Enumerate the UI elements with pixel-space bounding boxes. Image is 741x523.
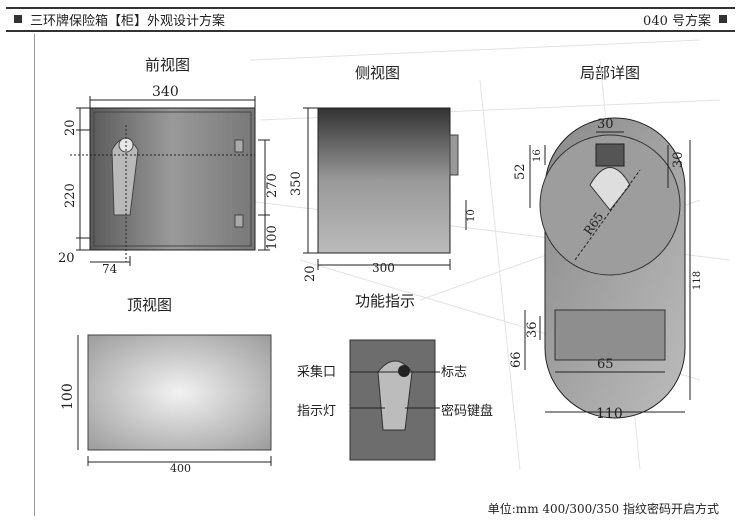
background-sketch	[239, 39, 731, 471]
front-bottom-dim: 20	[58, 251, 75, 266]
side-depth-dim: 300	[372, 261, 395, 275]
label-logo: 标志	[441, 365, 468, 380]
label-keypad: 密码键盘	[441, 404, 494, 419]
header-rule-top	[6, 7, 735, 9]
document-title: 三环牌保险箱【柜】外观设计方案	[30, 14, 226, 29]
side-view-title: 侧视图	[355, 64, 401, 82]
function-sensor-dot	[398, 365, 410, 377]
side-safe-body	[317, 107, 451, 254]
front-top-dim: 20	[63, 119, 78, 136]
detail-view-title: 局部详图	[580, 64, 641, 82]
detail-sensor-window	[589, 167, 631, 211]
function-view	[349, 339, 440, 461]
header-square-right	[719, 15, 727, 23]
front-view: 340 20 220 20 270 100 74	[58, 84, 280, 276]
front-bottom-offset-dim: 74	[102, 262, 118, 276]
side-right-dim: 10	[466, 209, 477, 222]
detail-view: 30 52 16 30 R65 118 36 66 65 110	[509, 117, 703, 422]
detail-height-dim: 118	[692, 271, 703, 290]
detail-right-dim: 30	[671, 151, 686, 168]
top-height-dim: 100	[60, 383, 76, 410]
side-height-dim: 350	[289, 171, 304, 196]
detail-left-inner-dim: 16	[532, 149, 543, 162]
plan-number: 040 号方案	[643, 14, 711, 29]
top-safe-surface	[87, 334, 272, 451]
detail-left-outer-dim: 52	[513, 163, 528, 180]
detail-keypad-area	[554, 309, 666, 361]
function-handle	[377, 360, 413, 431]
front-hinge-top	[234, 139, 244, 153]
top-width-dim: 400	[170, 462, 191, 475]
detail-bottom-width-dim: 110	[596, 406, 623, 422]
top-view-title: 顶视图	[127, 296, 173, 314]
front-right-lower-dim: 100	[265, 225, 280, 250]
detail-panel-a-dim: 36	[525, 321, 540, 338]
front-door-outline	[93, 111, 252, 247]
label-sensor: 采集口	[297, 365, 337, 380]
detail-panel-b-dim: 66	[509, 351, 524, 368]
front-width-dim: 340	[152, 84, 179, 100]
front-right-upper-dim: 270	[265, 173, 280, 198]
side-bottom-dim: 20	[303, 265, 318, 282]
header-bar: 三环牌保险箱【柜】外观设计方案 040 号方案	[6, 6, 735, 32]
side-view: 350 20 300 10	[289, 107, 477, 282]
detail-sensor-slot	[595, 143, 625, 167]
label-indicator: 指示灯	[297, 404, 337, 419]
function-view-title: 功能指示	[355, 292, 416, 310]
drawing-frame	[34, 34, 737, 516]
top-view: 100 400	[60, 334, 272, 475]
header-rule-bottom	[6, 30, 735, 32]
detail-top-width-dim: 30	[597, 117, 614, 132]
header-square-left	[14, 15, 22, 23]
front-hinge-bottom	[234, 214, 244, 228]
front-view-title: 前视图	[145, 56, 191, 74]
footer-note: 单位:mm 400/300/350 指纹密码开启方式	[487, 502, 719, 516]
side-handle	[449, 134, 459, 176]
detail-panel-width-dim: 65	[597, 357, 614, 372]
front-mid-dim: 220	[63, 183, 78, 208]
